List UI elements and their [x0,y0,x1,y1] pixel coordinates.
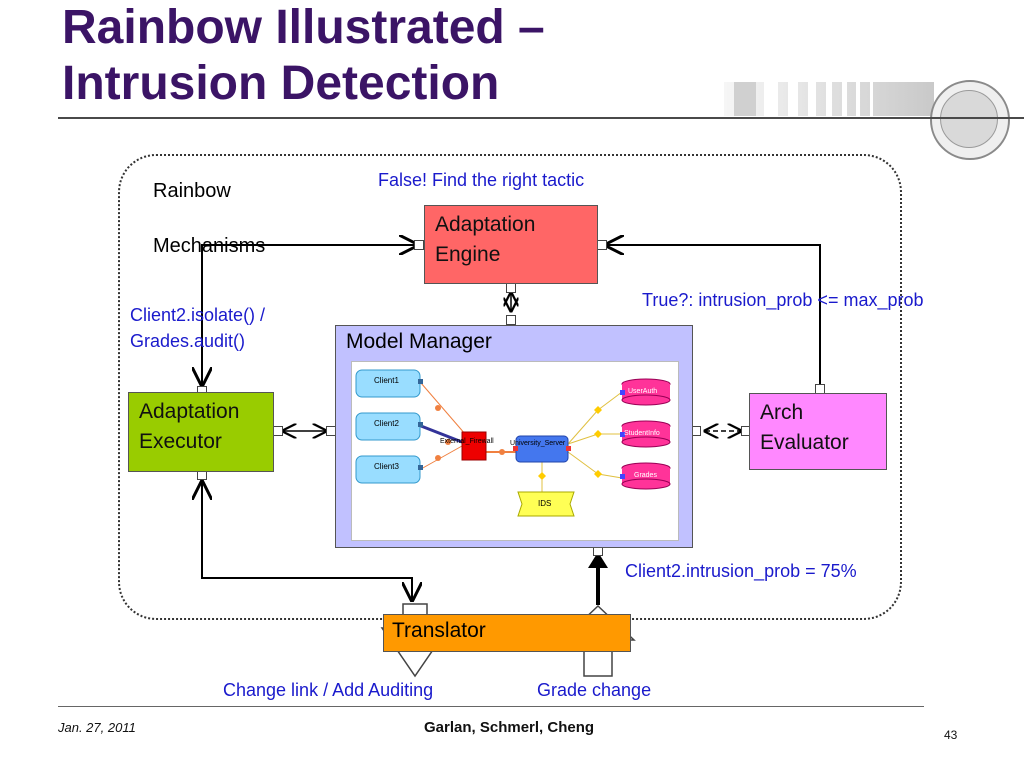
grade-change-note: Grade change [537,680,652,700]
translator-box: Translator [383,614,631,652]
adaptation-executor-box: Adaptation Executor [128,392,274,472]
client2-label: Client2 [374,419,399,428]
evaluator-line1: Arch [760,401,804,424]
evaluator-line2: Evaluator [760,431,849,454]
true-condition-note: True?: intrusion_prob <= max_prob [642,290,924,310]
client3-label: Client3 [374,462,399,471]
engine-left-port [414,240,424,250]
false-tactic-note: False! Find the right tactic [378,170,585,190]
intrusion-prob-note: Client2.intrusion_prob = 75% [625,561,857,581]
page-number: 43 [944,728,958,742]
actions-note: Client2.isolate() / Grades.audit() [130,302,265,354]
footer-divider [58,706,924,707]
model-manager-title: Model Manager [346,330,492,353]
adaptation-engine-box: Adaptation Engine [424,205,598,284]
manager-top-port [506,315,516,325]
executor-right-port [273,426,283,436]
university-seal-logo [930,80,1010,160]
server-label: University_Server [510,440,566,447]
footer-authors: Garlan, Schmerl, Cheng [424,719,595,736]
engine-line1: Adaptation [435,213,536,236]
title-divider [58,117,1024,119]
rainbow-label: Rainbow [153,180,231,202]
translator-label: Translator [392,619,486,642]
decorative-stripes [724,82,934,116]
engine-right-port [597,240,607,250]
executor-line2: Executor [139,430,222,453]
grades-label: Grades [634,472,657,479]
firewall-label: External_Firewall [440,438,494,445]
userauth-label: UserAuth [628,388,658,395]
studentinfo-label: StudentInfo [624,430,660,437]
engine-line2: Engine [435,243,501,266]
ids-label: IDS [538,499,552,508]
actions-line1: Client2.isolate() / [130,305,266,325]
executor-line1: Adaptation [139,400,240,423]
footer-date: Jan. 27, 2011 [58,720,136,735]
client1-label: Client1 [374,376,399,385]
architecture-model-panel: Client1 Client2 Client3 External_Firewal… [351,361,679,541]
actions-line2: Grades.audit() [130,331,246,351]
arch-evaluator-box: Arch Evaluator [749,393,887,470]
change-link-note: Change link / Add Auditing [223,680,434,700]
architecture-model-drawing [355,369,671,517]
slide-title: Rainbow Illustrated – Intrusion Detectio… [62,1,545,110]
engine-bottom-port [506,283,516,293]
